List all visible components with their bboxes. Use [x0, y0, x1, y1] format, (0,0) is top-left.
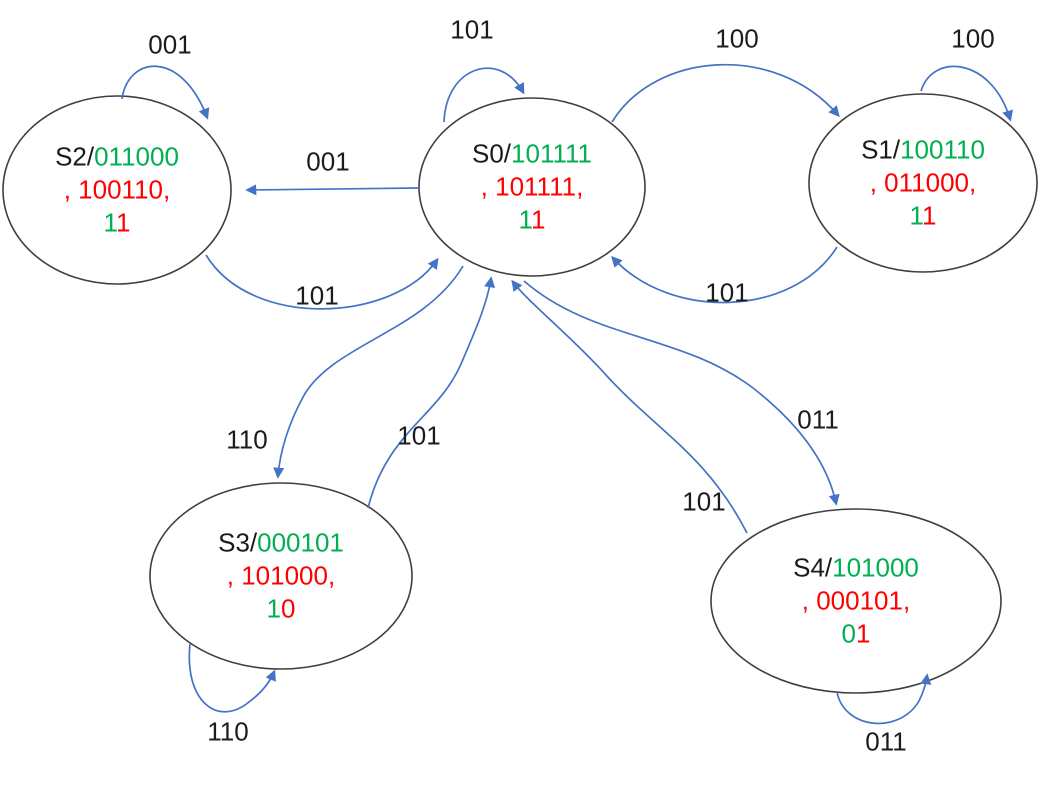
state-s1-line2: , 011000, [861, 167, 985, 200]
state-s3-line3: 10 [218, 593, 344, 626]
state-s3-name: S3/ [218, 527, 258, 558]
state-s2-line2: , 100110, [55, 174, 179, 207]
state-node-s2 [2, 95, 232, 285]
edge-label-s2-self: 001 [148, 29, 192, 60]
state-label-s2: S2/011000 , 100110, 11 [55, 141, 179, 240]
state-s2-line1: S2/011000 [55, 141, 179, 174]
state-s3-line2: , 101000, [218, 560, 344, 593]
state-s0-line3: 11 [472, 204, 592, 237]
state-label-s3: S3/000101 , 101000, 10 [218, 527, 344, 626]
state-label-s1: S1/100110 , 011000, 11 [861, 134, 985, 233]
state-node-s0 [418, 97, 646, 277]
state-label-s0: S0/101111 , 101111, 11 [472, 138, 592, 237]
state-s0-green-output: 101111 [511, 138, 593, 169]
state-s1-green-output: 100110 [900, 134, 985, 165]
state-s4-red-output: , 000101, [801, 585, 911, 616]
edge-label-s0-self: 101 [450, 14, 494, 45]
edge-label-s0-to-s1: 100 [715, 23, 759, 54]
edge-label-s0-to-s4: 011 [797, 404, 839, 435]
state-s1-line1: S1/100110 [861, 134, 985, 167]
state-s2-red-output: , 100110, [63, 174, 171, 205]
edge-s1-self-top-arrow [920, 65, 1013, 122]
state-s4-flag-red: 1 [855, 618, 871, 649]
edge-s0-to-s1-arrow [611, 63, 840, 123]
state-s3-red-output: , 101000, [226, 560, 336, 591]
state-s4-line3: 01 [793, 618, 919, 651]
state-s3-flag-red: 0 [280, 593, 296, 624]
state-s1-flag-red: 1 [922, 200, 937, 231]
state-s4-green-output: 101000 [832, 552, 919, 583]
edge-label-s0-to-s2: 001 [306, 146, 350, 177]
state-s0-name: S0/ [471, 138, 512, 169]
state-label-s4: S4/101000 , 000101, 01 [793, 552, 919, 651]
state-s2-line3: 11 [55, 207, 179, 240]
state-node-s4 [710, 508, 1002, 694]
state-s1-line3: 11 [861, 200, 985, 233]
edge-s0-to-s4-arrow [523, 280, 840, 506]
state-s4-name: S4/ [793, 552, 833, 583]
edge-s3-to-s0-arrow [367, 276, 496, 509]
edge-s4-self-bottom-arrow [836, 673, 932, 725]
state-s4-line1: S4/101000 [793, 552, 919, 585]
edge-s3-self-bottom-arrow [188, 643, 276, 713]
edge-s0-self-top-arrow [443, 67, 525, 123]
state-s3-green-output: 000101 [257, 527, 344, 558]
state-s2-name: S2/ [55, 141, 95, 172]
state-node-s3 [149, 482, 413, 670]
state-s0-line2: , 101111, [472, 171, 592, 204]
state-node-s1 [808, 93, 1038, 273]
state-s1-name: S1/ [861, 134, 901, 165]
state-s4-line2: , 000101, [793, 585, 919, 618]
edge-s0-to-s2-arrow [245, 184, 420, 196]
state-s2-flag-red: 1 [116, 207, 131, 238]
state-s2-flag-green: 1 [103, 207, 117, 238]
edge-s1-to-s0-arrow [611, 246, 838, 304]
edge-label-s4-self: 011 [865, 726, 907, 757]
edge-s2-self-top-arrow [121, 65, 210, 120]
edge-s2-to-s0-arrow [205, 254, 439, 310]
state-s1-red-output: , 011000, [869, 167, 977, 198]
state-s0-flag-green: 1 [518, 204, 532, 235]
state-s2-green-output: 011000 [94, 141, 179, 172]
state-s0-red-output: , 101111, [480, 171, 584, 202]
state-s3-line1: S3/000101 [218, 527, 344, 560]
edge-label-s2-to-s0: 101 [295, 280, 339, 311]
state-s1-flag-green: 1 [909, 200, 923, 231]
state-s3-flag-green: 1 [266, 593, 281, 624]
edge-label-s1-self: 100 [951, 23, 995, 54]
edge-s4-to-s0-arrow [511, 279, 748, 534]
edge-label-s0-to-s3: 110 [226, 424, 268, 455]
state-s4-flag-green: 0 [841, 618, 856, 649]
edge-label-s3-to-s0: 101 [397, 420, 441, 451]
edge-label-s3-self: 110 [207, 716, 249, 747]
edge-label-s4-to-s0: 101 [682, 486, 726, 517]
state-s0-line1: S0/101111 [472, 138, 592, 171]
state-s0-flag-red: 1 [531, 204, 546, 235]
edge-s0-to-s3-arrow [273, 265, 464, 479]
edge-label-s1-to-s0: 101 [705, 277, 749, 308]
